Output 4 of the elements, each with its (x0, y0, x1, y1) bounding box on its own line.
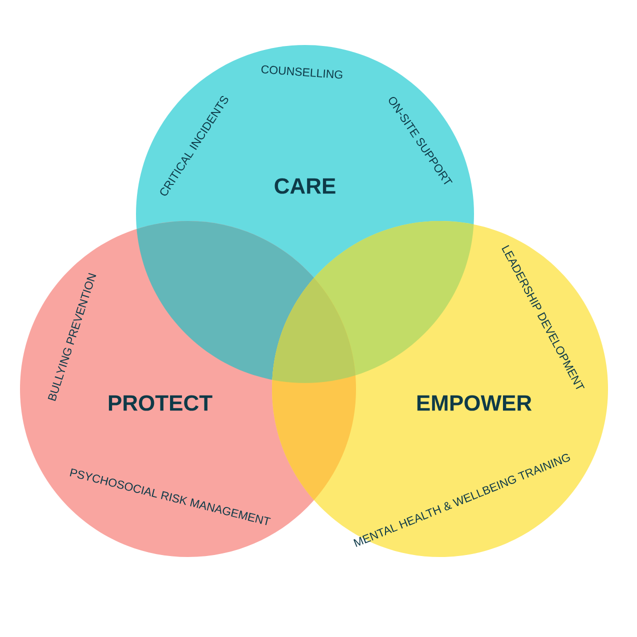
circle-title: PROTECT (108, 395, 212, 411)
circle-title: CARE (274, 178, 336, 194)
circle-item: COUNSELLING (261, 65, 342, 79)
circle-title: EMPOWER (417, 395, 532, 411)
